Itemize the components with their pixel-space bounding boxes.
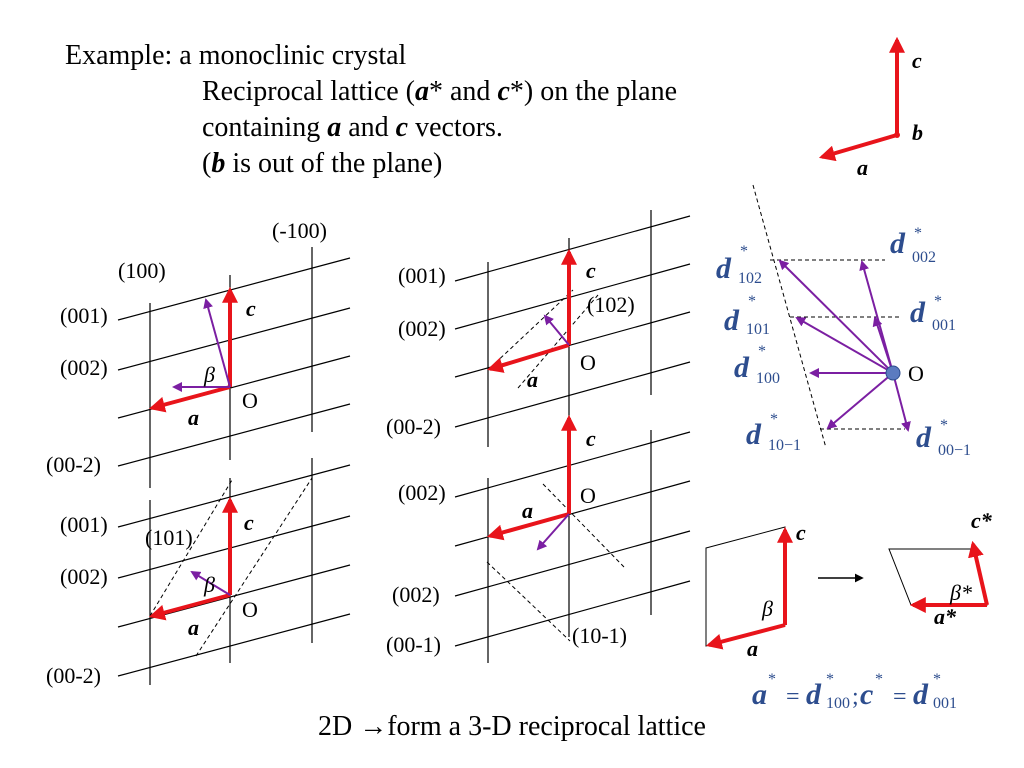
d002-sub: 002 (912, 249, 936, 266)
vector-a-label: a (188, 405, 199, 430)
label-002e: (002) (392, 582, 440, 607)
label-00-2b: (00-2) (46, 663, 101, 688)
vector-c-label-d: c (586, 426, 596, 451)
d10-1-sub: 10−1 (768, 437, 801, 454)
origin-label-d: O (580, 483, 596, 508)
label-00-2: (00-2) (46, 452, 101, 477)
beta-label: β (203, 362, 215, 387)
d101-symbol: d (724, 304, 740, 337)
slide-title: Example: a monoclinic crystal Reciprocal… (65, 38, 677, 182)
d10-1-star: * (770, 411, 778, 428)
d101-sub: 101 (746, 321, 770, 338)
vector-a-label-c: a (527, 367, 538, 392)
d001-star: * (934, 293, 942, 310)
eq-sub2: 001 (933, 695, 957, 712)
vector-c-label-b: c (244, 510, 254, 535)
d100-sub: 100 (756, 370, 780, 387)
label-002d: (002) (398, 480, 446, 505)
d002-star: * (914, 225, 922, 242)
cell-astar-label: a* (934, 604, 957, 629)
svg-text:d: d (806, 678, 822, 711)
equation: a * = d * 100 ; c * = d * 001 (752, 671, 957, 712)
panel-b-lattice: (101) (001) (002) (00-2) c a β O (46, 458, 351, 688)
cell-cstar-label: c* (971, 508, 993, 533)
label-00-1: (00-1) (386, 632, 441, 657)
cell-transform: c a β c* a* β* (705, 508, 993, 661)
d101-star: * (748, 293, 756, 310)
label-minus100: (-100) (272, 218, 327, 243)
title-line-3: containing a and c vectors. (202, 112, 503, 143)
axes-inset: c b a (818, 36, 923, 180)
d102-symbol: d (716, 252, 732, 285)
label-101: (101) (145, 525, 193, 550)
footer-caption: 2D →form a 3-D reciprocal lattice (318, 711, 706, 742)
vector-c-label: c (246, 296, 256, 321)
eq-c: c (860, 678, 873, 711)
vector-a-label-d: a (522, 498, 533, 523)
cell-betastar-label: β* (949, 580, 972, 605)
label-102: (102) (587, 292, 635, 317)
d001-symbol: d (910, 296, 926, 329)
panel-a-lattice: (-100) (100) (001) (002) (00-2) c a β O (46, 218, 351, 488)
d00-1-star: * (940, 417, 948, 434)
axis-b-label: b (912, 120, 923, 145)
label-002c: (002) (398, 316, 446, 341)
cell-c-label: c (796, 520, 806, 545)
eq-sub1: 100 (826, 695, 850, 712)
title-line-2: Reciprocal lattice (a* and c*) on the pl… (202, 76, 678, 107)
cell-a-label: a (747, 636, 758, 661)
label-00-2c: (00-2) (386, 414, 441, 439)
vector-c-label-c: c (586, 258, 596, 283)
d100-symbol: d (734, 351, 750, 384)
d00-1-symbol: d (916, 421, 932, 454)
cell-beta-label: β (761, 596, 773, 621)
beta-label-b: β (203, 572, 215, 597)
label-100: (100) (118, 258, 166, 283)
d102-sub: 102 (738, 270, 762, 287)
svg-text:=: = (786, 684, 800, 710)
d100-star: * (758, 343, 766, 360)
panel-d-lattice: (002) (002) (00-1) (10-1) c a O (386, 414, 691, 663)
d102-star: * (740, 243, 748, 260)
origin-dot (885, 365, 901, 381)
svg-text:*: * (933, 671, 941, 688)
title-line-1: Example: a monoclinic crystal (65, 40, 407, 71)
origin-label-b: O (242, 597, 258, 622)
panel-c-lattice: (001) (002) (102) (00-2) c a O (386, 210, 691, 447)
d10-1-symbol: d (746, 418, 762, 451)
origin-label-c: O (580, 350, 596, 375)
title-line-4: (b is out of the plane) (202, 148, 443, 179)
eq-a: a (752, 678, 767, 711)
svg-text:;: ; (852, 684, 859, 710)
svg-text:d: d (913, 678, 929, 711)
svg-text:=: = (893, 684, 907, 710)
axis-c-label: c (912, 48, 922, 73)
svg-text:*: * (875, 671, 883, 688)
origin-label: O (242, 388, 258, 413)
label-001c: (001) (398, 263, 446, 288)
label-10-1: (10-1) (572, 623, 627, 648)
origin-label-r: O (908, 361, 924, 386)
label-002: (002) (60, 355, 108, 380)
d002-symbol: d (890, 227, 906, 260)
reciprocal-panel: O d 102 * d 002 * d 101 * d 001 * d 100 … (716, 184, 971, 459)
label-001b: (001) (60, 512, 108, 537)
axis-a-label: a (857, 155, 868, 180)
label-002b: (002) (60, 564, 108, 589)
label-001: (001) (60, 303, 108, 328)
svg-text:*: * (768, 671, 776, 688)
d00-1-sub: 00−1 (938, 442, 971, 459)
d001-sub: 001 (932, 317, 956, 334)
svg-text:*: * (826, 671, 834, 688)
vector-a-label-b: a (188, 615, 199, 640)
